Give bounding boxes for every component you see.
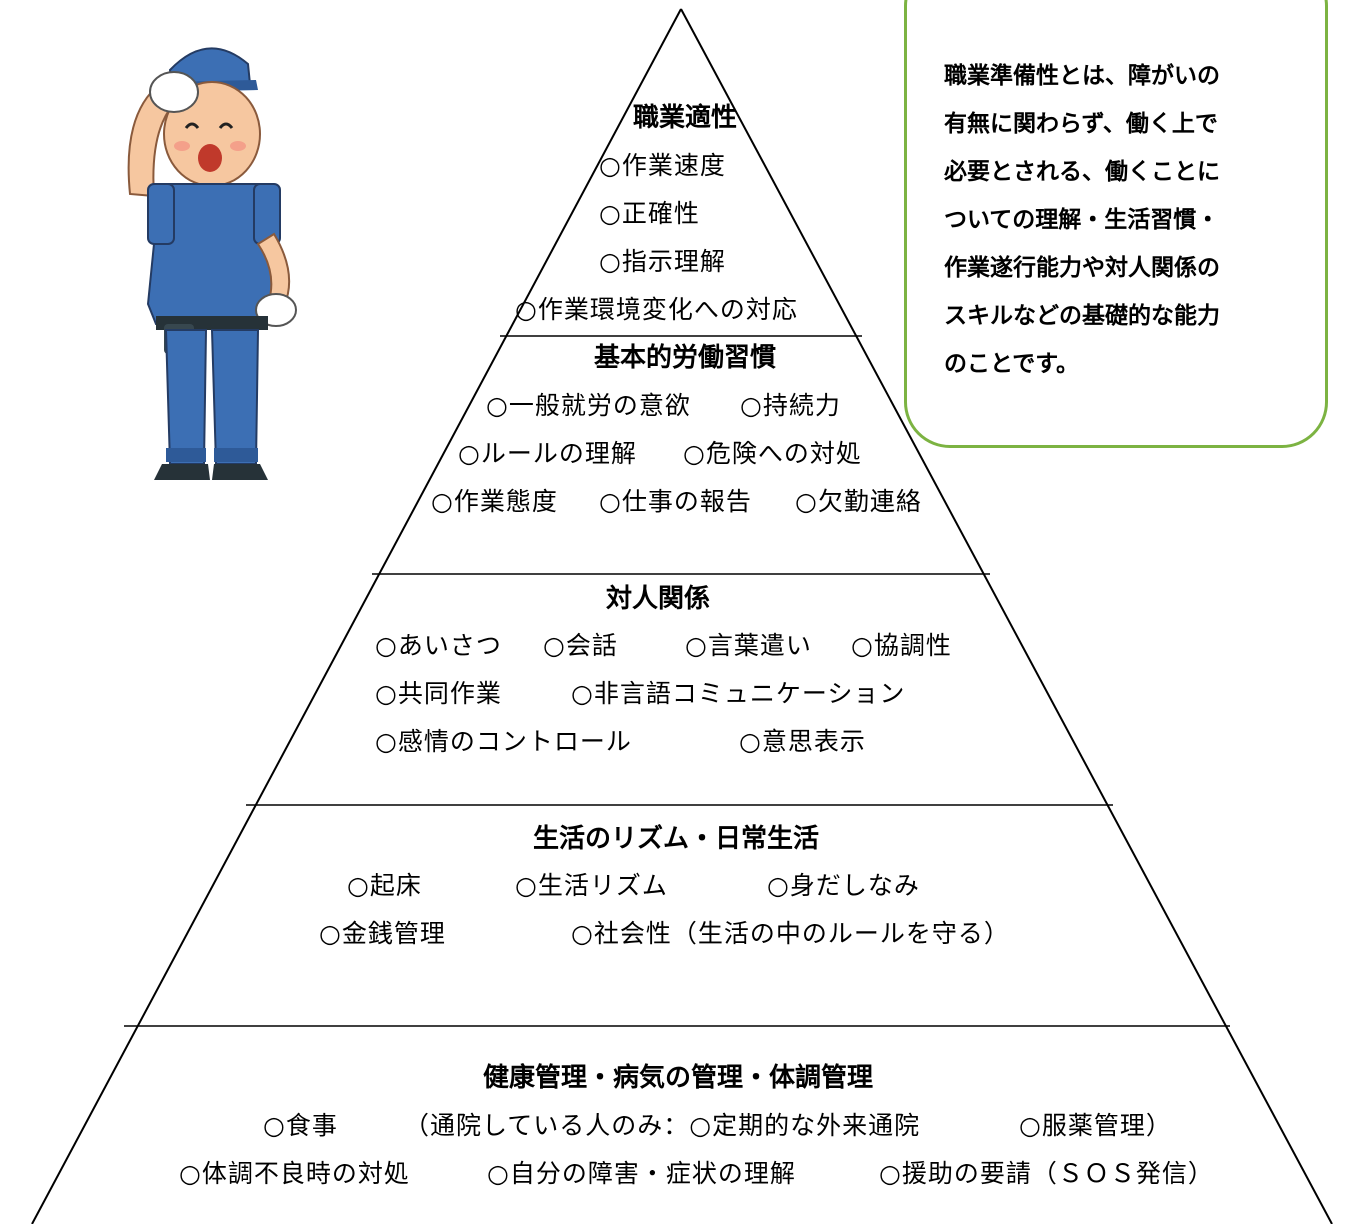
layer-item: ○正確性 — [599, 199, 700, 228]
layer-title-health-management: 健康管理・病気の管理・体調管理 — [482, 1063, 874, 1093]
layer-item: ○一般就労の意欲 — [486, 391, 691, 420]
layer-item: ○意思表示 — [739, 727, 866, 756]
pyramid-left-edge — [31, 8, 682, 1224]
layer-item: ○作業環境変化への対応 — [515, 295, 798, 324]
layer-title-vocational-aptitude: 職業適性 — [632, 103, 738, 133]
layer-item: （通院している人のみ：○定期的な外来通院 — [404, 1111, 921, 1140]
layer-item: ○援助の要請（ＳＯＳ発信） — [879, 1159, 1214, 1188]
layer-item: ○欠勤連絡 — [795, 487, 922, 516]
layer-item: ○社会性（生活の中のルールを守る） — [571, 919, 1010, 948]
layer-title-interpersonal-relations: 対人関係 — [605, 584, 711, 614]
layer-item: ○指示理解 — [599, 247, 726, 276]
pyramid-right-edge — [680, 8, 1333, 1224]
layer-item: ○起床 — [347, 871, 422, 900]
layer-item: ○身だしなみ — [767, 871, 920, 900]
layer-item: ○作業速度 — [599, 151, 726, 180]
layer-item: ○会話 — [543, 631, 618, 660]
layer-item: ○仕事の報告 — [599, 487, 752, 516]
layer-item: ○協調性 — [851, 631, 952, 660]
layer-item: ○服薬管理） — [1019, 1111, 1172, 1140]
layer-item: ○非言語コミュニケーション — [571, 679, 906, 708]
layer-item: ○持続力 — [740, 391, 841, 420]
layer-item: ○作業態度 — [431, 487, 558, 516]
layer-item: ○感情のコントロール — [375, 727, 632, 756]
layer-item: ○食事 — [263, 1111, 338, 1140]
callout-text-line: ついての理解・生活習慣・ — [944, 207, 1220, 233]
worker-illustration-icon — [127, 47, 297, 480]
layer-item: ○自分の障害・症状の理解 — [487, 1159, 796, 1188]
callout-text-line: 必要とされる、働くことに — [944, 159, 1220, 185]
layer-title-daily-rhythm: 生活のリズム・日常生活 — [532, 824, 820, 854]
layer-item: ○生活リズム — [515, 871, 668, 900]
layer-item: ○危険への対処 — [683, 439, 862, 468]
definition-callout — [904, 0, 1328, 448]
callout-text-line: 作業遂行能力や対人関係の — [944, 255, 1220, 281]
callout-text-line: スキルなどの基礎的な能力 — [944, 303, 1220, 329]
callout-text-line: 職業準備性とは、障がいの — [944, 63, 1220, 89]
layer-item: ○金銭管理 — [319, 919, 446, 948]
callout-text-line: 有無に関わらず、働く上で — [944, 111, 1218, 137]
layer-item: ○体調不良時の対処 — [179, 1159, 410, 1188]
callout-text-line: のことです。 — [944, 351, 1080, 377]
layer-title-basic-work-habits: 基本的労働習慣 — [593, 343, 777, 373]
layer-item: ○あいさつ — [375, 631, 502, 660]
layer-item: ○共同作業 — [375, 679, 502, 708]
layer-item: ○言葉遣い — [685, 631, 812, 660]
layer-item: ○ルールの理解 — [458, 439, 637, 468]
